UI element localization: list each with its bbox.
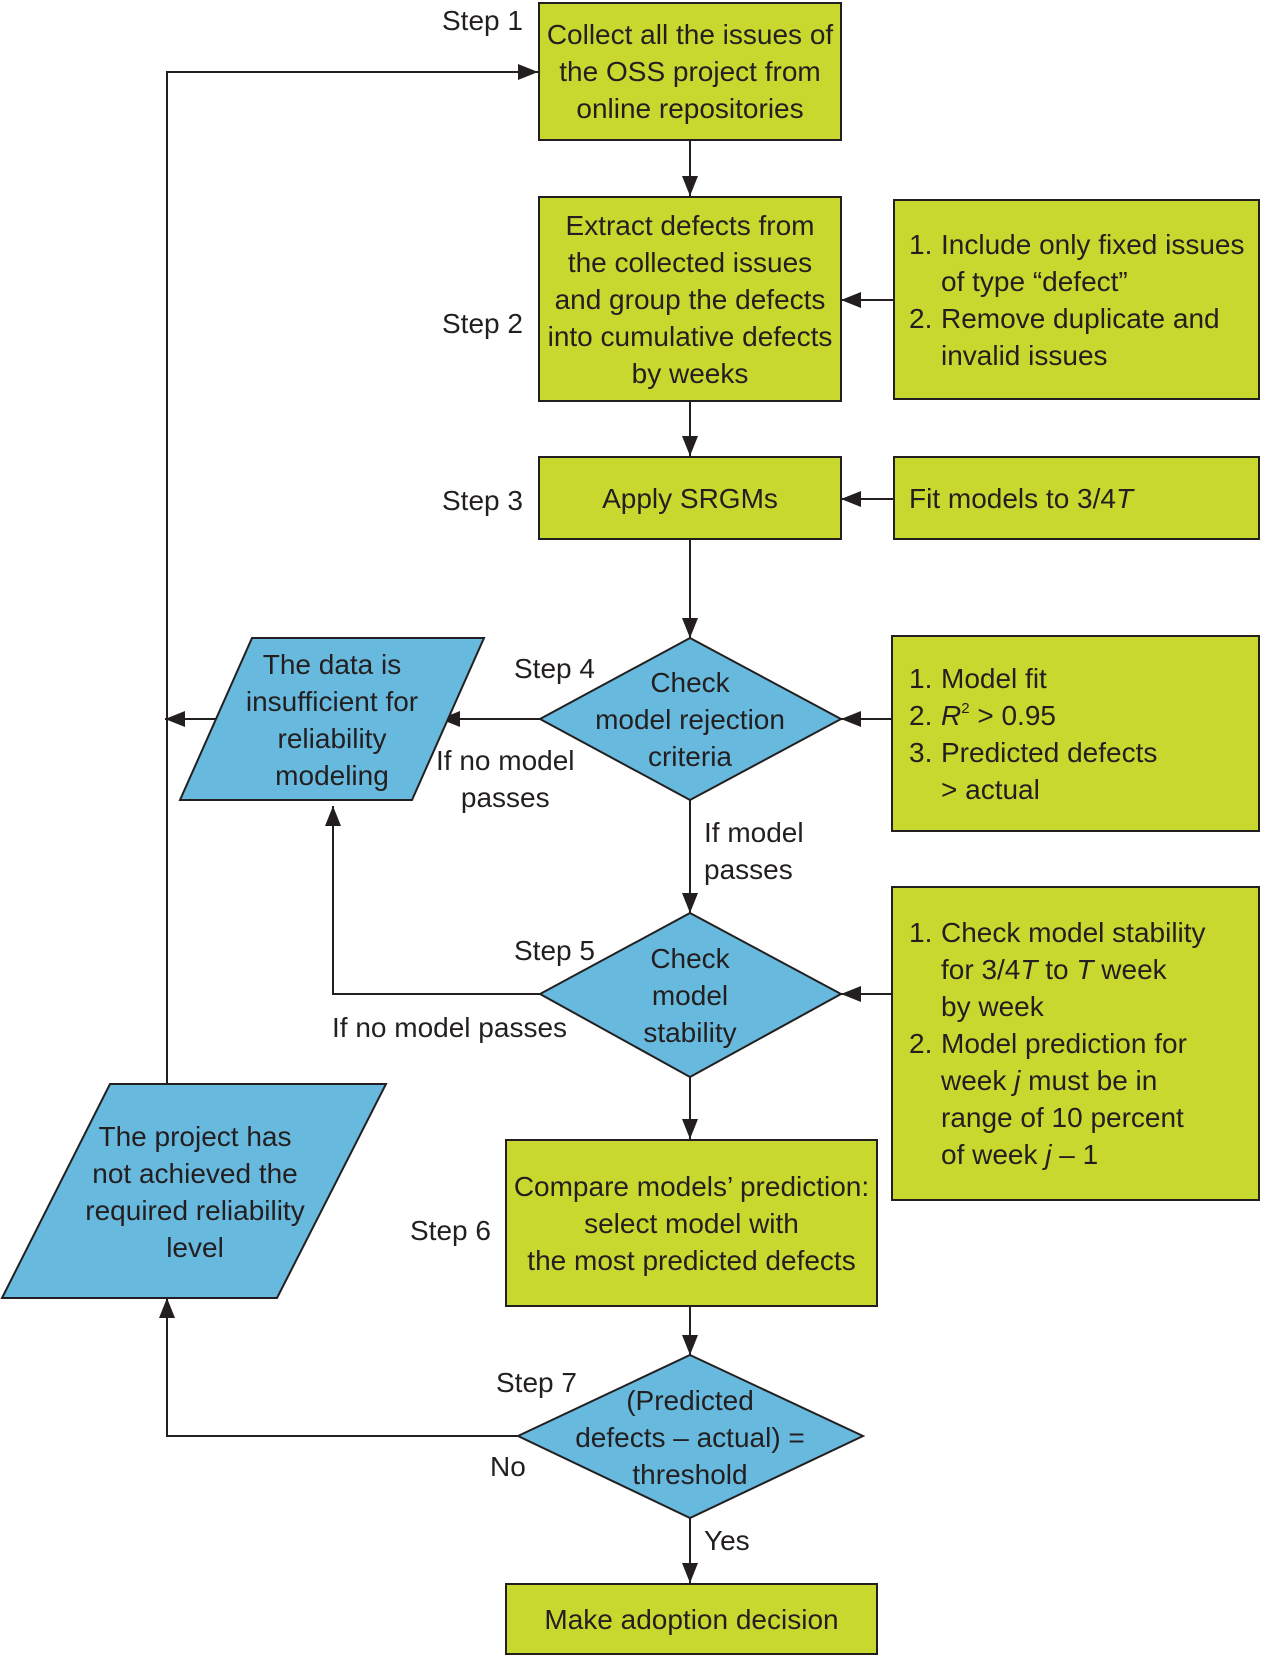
arrow-step5-to-insufficient <box>325 806 540 995</box>
step1-label: Step 1 <box>442 5 523 36</box>
parallelogram-insufficient <box>178 637 486 801</box>
step6-label: Step 6 <box>410 1215 491 1246</box>
note-stability <box>891 886 1260 1201</box>
step4-label: Step 4 <box>514 653 595 684</box>
diamond-step7-text: (Predicted defects – actual) = threshold <box>575 1384 805 1490</box>
diamond-step5-text: Check model stability <box>643 942 737 1048</box>
step2-label: Step 2 <box>442 308 523 339</box>
edge-label-yes: Yes <box>704 1525 750 1556</box>
edge-label-no-model-passes-step5: If no model passes <box>332 1012 568 1043</box>
box-step6-text: Compare models’ prediction: select model… <box>513 1170 870 1276</box>
arrow-step7-no-to-not-achieved <box>159 1298 518 1437</box>
note-rejection-criteria <box>891 635 1260 832</box>
box-step2-extract <box>538 196 842 402</box>
box-adopt-text: Make adoption decision <box>544 1603 839 1635</box>
note-filter <box>893 199 1260 400</box>
box-adopt <box>505 1583 878 1655</box>
parallelogram-not-achieved <box>0 1083 388 1299</box>
diamond-step4 <box>537 636 844 802</box>
box-step1-text: Collect all the issues of the OSS projec… <box>546 19 834 124</box>
edge-label-no-model-passes-step4: If no model passes <box>436 745 575 813</box>
note-rejection-criteria-text: 1.Model fit 2.R2 > 0.95 3.Predicted defe… <box>909 662 1158 805</box>
diamond-step4-text: Check model rejection criteria <box>595 666 785 772</box>
edge-label-model-passes: If model passes <box>704 817 804 885</box>
step5-label: Step 5 <box>514 935 595 966</box>
box-step2-text: Extract defects from the collected issue… <box>547 209 833 389</box>
note-stability-text: 1.Check model stability for 3/4T to T we… <box>909 917 1206 1170</box>
note-filter-text: 1.Include only fixed issues of type “def… <box>909 228 1245 371</box>
diamond-step5 <box>537 911 844 1079</box>
box-step6-compare <box>505 1139 878 1307</box>
edge-label-no: No <box>490 1451 526 1482</box>
box-step1-collect <box>538 2 842 141</box>
box-step3-text: Apply SRGMs <box>602 482 778 514</box>
step3-label: Step 3 <box>442 485 523 516</box>
step7-label: Step 7 <box>496 1367 577 1398</box>
box-step3-apply <box>538 456 842 540</box>
parallelogram-not-achieved-text: The project has not achieved the require… <box>85 1121 305 1263</box>
note-fit <box>893 456 1260 540</box>
arrow-loop-to-step1 <box>166 64 538 1084</box>
parallelogram-insufficient-text: The data is insufficient for reliability… <box>245 649 419 791</box>
diamond-step7 <box>515 1353 866 1520</box>
